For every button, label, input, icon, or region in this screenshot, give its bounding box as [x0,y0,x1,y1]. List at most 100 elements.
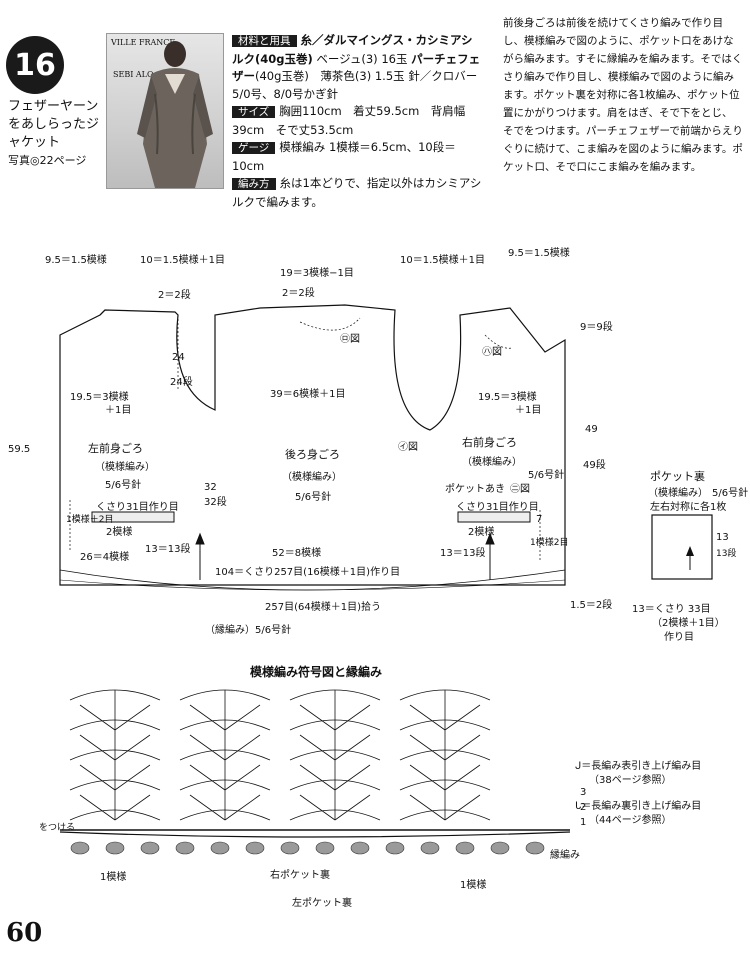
pattern-number: 16 [14,47,56,83]
chest-left-sub: ＋1目 [105,405,131,416]
left-chain: くさり31目作り目 [96,501,179,513]
method-text: 糸は1本どりで、指定以外はカシミアシルクで編みます。 [232,176,482,209]
page-number: 60 [6,918,43,948]
pocket-lining-width-sub: （2模様＋1目） [652,616,725,629]
feather-yarn: パーチェフェザー [232,51,481,84]
body-schematic-diagram: 9.5＝1.5模様 10＝1.5模様＋1目 19＝3模様−1目 10＝1.5模様… [8,246,748,643]
row-label-2: 2 [580,802,586,813]
foundation-chain: 104＝くさり257目(16模様＋1目)作り目 [215,565,400,578]
materials-section: 材料と用具糸／ダルマイングス・カシミアシルク(40g玉巻) ベージュ(3) 16… [232,32,484,211]
symbol-legend: ᒍ＝長編み表引き上げ編み目 （38ページ参照） ᒐ＝長編み裏引き上げ編み目 （4… [575,760,745,828]
size-label: サイズ [232,106,276,118]
legend-item-2-ref: （44ページ参照） [589,815,672,826]
size-text: 胸囲110cm 着丈59.5cm 背肩幅39cm そで丈53.5cm [232,104,466,137]
left-panel-name: 左前身ごろ [88,441,143,455]
pattern-title-block: フェザーヤーンをあしらったジャケット 写真◎22ページ [8,98,108,170]
pocket-ref-ni: ㊁図 [510,483,530,495]
bottom-right-rows: 13＝13段 [440,546,485,559]
legend-item-2: ＝長編み裏引き上げ編み目 [581,801,702,812]
pocket-lining-hook: 5/6号針 [712,486,748,499]
legend-item-1-ref: （38ページ参照） [589,775,672,786]
left-chain-pattern: 2模様 [106,525,132,538]
ref-ro: ㋺図 [340,333,360,345]
front-post-symbol-icon: ᒍ [575,761,582,772]
left-pocket-lining-label: 左ポケット裏 [292,896,352,909]
back-post-symbol-icon: ᒐ [575,801,582,812]
shoulder-mid-rows: 2＝2段 [282,286,315,299]
armhole-depth: 24 [172,352,185,363]
feather-detail: (40g玉巻) 薄茶色(3) 1.5玉 [255,69,405,83]
row-label-3: 3 [580,787,586,798]
pocket-lining-title: ポケット裏 [650,469,705,483]
photo-brand-sign: VILLE FRANCE [111,38,176,47]
pocket-lining-stitch: （模様編み） [648,486,708,499]
pocket-lining-diagram: ポケット裏 （模様編み） 5/6号針 左右対称に各1枚 13 13段 13＝くさ… [632,469,748,643]
back-panel-stitch: （模様編み） [282,470,342,483]
right-chain: くさり31目作り目 [456,501,539,513]
photo-reference: 写真◎22ページ [8,154,87,167]
mid-height: 32 [204,482,217,493]
right-side-width: 1模様2目 [530,536,568,548]
right-shoulder-rows: 9＝9段 [580,320,613,333]
stitch-chart-title: 模様編み符号図と縁編み [250,665,383,679]
left-side-width: 1模様＋2目 [66,513,113,525]
chest-right-sub: ＋1目 [515,405,541,416]
stitch-symbol-chart: 3 2 1 糸をつける 縁編み 1模様 1模様 右ポケット裏 左ポケット裏 [40,689,586,909]
edge-pickup: 257目(64模様＋1目)拾う [265,600,381,613]
left-panel-stitch: （模様編み） [95,460,155,473]
dim-top-5: 9.5＝1.5模様 [508,246,570,259]
dim-top-3: 19＝3模様−1目 [280,266,354,279]
model-silhouette-icon [137,41,213,188]
pattern-title: フェザーヤーンをあしらったジャケット [8,99,100,150]
needle-info: 針／クロバー5/0号、8/0号かぎ針 [232,69,478,101]
dim-top-1: 9.5＝1.5模様 [45,253,107,266]
back-panel-name: 後ろ身ごろ [285,447,340,461]
shoulder-left-rows: 2＝2段 [158,288,191,301]
instructions-text: 前後身ごろは前後を続けてくさり編みで作り目し、模様編みで図のように、ポケット口を… [503,17,743,173]
right-panel-stitch: （模様編み） [462,455,522,468]
edge-rows: 1.5＝2段 [570,598,612,611]
chart-edge-label: 縁編み [550,848,580,861]
edge-label: （縁編み）5/6号針 [205,623,291,636]
right-panel-hook: 5/6号針 [528,468,564,481]
pocket-lining-rows: 13段 [716,547,736,559]
pocket-opening-label: ポケットあき [445,483,505,495]
back-panel-hook: 5/6号針 [295,490,331,503]
chest-left: 19.5＝3模様 [70,390,129,403]
one-pattern-left: 1模様 [100,870,126,883]
right-pocket-lining-label: 右ポケット裏 [270,868,330,881]
materials-label: 材料と用具 [232,35,297,47]
left-panel-hook: 5/6号針 [105,478,141,491]
pocket-lining-note: 左右対称に各1枚 [650,500,726,513]
pattern-number-badge: 16 [6,36,64,94]
bottom-back-width: 52＝8模様 [272,546,321,559]
yarn-main: 糸／ダルマイングス・カシミアシルク(40g玉巻) [232,33,473,66]
pocket-seven: 7 [536,514,542,525]
one-pattern-right: 1模様 [460,878,486,891]
dim-top-4: 10＝1.5模様＋1目 [400,253,485,266]
pocket-lining-width-sub2: 作り目 [664,631,694,643]
method-label: 編み方 [232,178,276,190]
attach-yarn-label: 糸をつける [40,821,75,833]
right-panel-name: 右前身ごろ [462,435,517,449]
pocket-lining-height: 13 [716,532,729,543]
bottom-left-rows: 13＝13段 [145,542,190,555]
pocket-lining-width: 13＝くさり 33目 [632,603,711,615]
yarn-detail: ベージュ(3) 16玉 [316,51,408,66]
gauge-text: 模様編み 1模様＝6.5cm、10段＝10cm [232,140,456,173]
bottom-left-width: 26＝4模様 [80,550,129,563]
legend-item-1: ＝長編み表引き上げ編み目 [581,761,702,772]
chest-right: 19.5＝3模様 [478,390,537,403]
photo-logo-sign: SEBI ALO [113,70,154,79]
right-height-rows: 49段 [583,458,606,471]
ref-ha: ㋩図 [482,346,502,358]
ref-i: ㋑図 [398,441,418,453]
model-photo: VILLE FRANCE SEBI ALO [106,33,224,189]
chest-back: 39＝6模様＋1目 [270,387,345,400]
gauge-label: ゲージ [232,142,276,154]
armhole-rows: 24段 [170,375,193,388]
dim-top-2: 10＝1.5模様＋1目 [140,253,225,266]
mid-rows: 32段 [204,495,227,508]
row-label-1: 1 [580,817,586,828]
right-chain-pattern: 2模様 [468,525,494,538]
